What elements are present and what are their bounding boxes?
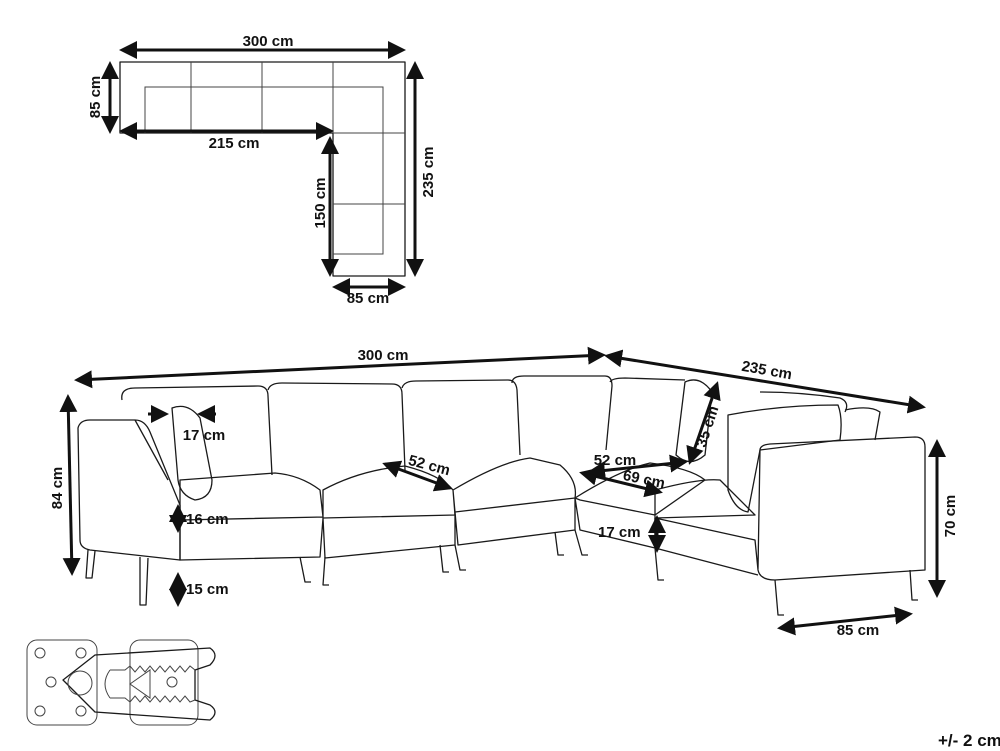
seat-thickness-label: 16 cm [186, 511, 229, 528]
tolerance-note: +/- 2 cm [938, 731, 1000, 750]
arm-height-label: 70 cm [942, 495, 959, 538]
plan-dividers [190, 62, 405, 205]
plan-length-right-label: 235 cm [420, 147, 437, 198]
armrest-label: 17 cm [183, 427, 226, 444]
length-right-arrow [604, 349, 926, 414]
sofa-base [179, 497, 656, 561]
seat-cushions [179, 457, 756, 521]
throw-pillow-right [727, 404, 842, 513]
base-height-label: 17 cm [598, 524, 641, 541]
depth-arrow [777, 606, 913, 636]
right-armrest [654, 436, 926, 581]
connector-clip-detail [26, 639, 216, 726]
leg-height-label: 15 cm [186, 581, 229, 598]
sofa-legs [85, 529, 918, 616]
perspective-view: 300 cm 235 cm 84 cm 17 cm 52 cm 52 cm 69… [49, 346, 959, 639]
screw-icons [34, 647, 178, 717]
connector-teeth [104, 665, 196, 703]
throw-pillow-left [171, 405, 213, 501]
plan-seat-left-label: 215 cm [209, 135, 260, 152]
plan-seat-line [144, 86, 384, 255]
seat-depth-1-arrow [382, 460, 453, 492]
height-arrow [59, 394, 81, 576]
depth-label: 85 cm [837, 622, 880, 639]
height-label: 84 cm [49, 467, 66, 510]
connector-plate-left [26, 639, 98, 726]
plan-seat-right-label: 150 cm [312, 178, 329, 229]
width-label: 300 cm [358, 347, 409, 364]
back-height-label: 35 cm [693, 404, 722, 450]
plan-depth-left-label: 85 cm [87, 76, 104, 119]
plan-view: 300 cm 85 cm 215 cm 235 cm 150 cm 85 cm [87, 33, 437, 307]
backrest-cushions [121, 375, 881, 476]
seat-depth-2-arrow [587, 454, 688, 480]
back-height-arrow [686, 381, 721, 465]
plan-depth-bottom-label: 85 cm [347, 290, 390, 307]
connector-pin [67, 670, 93, 696]
plan-width-label: 300 cm [243, 33, 294, 50]
connector-plate-right [129, 639, 199, 726]
width-arrow [74, 346, 606, 389]
connector-clip [62, 647, 216, 721]
left-armrest [77, 419, 181, 561]
